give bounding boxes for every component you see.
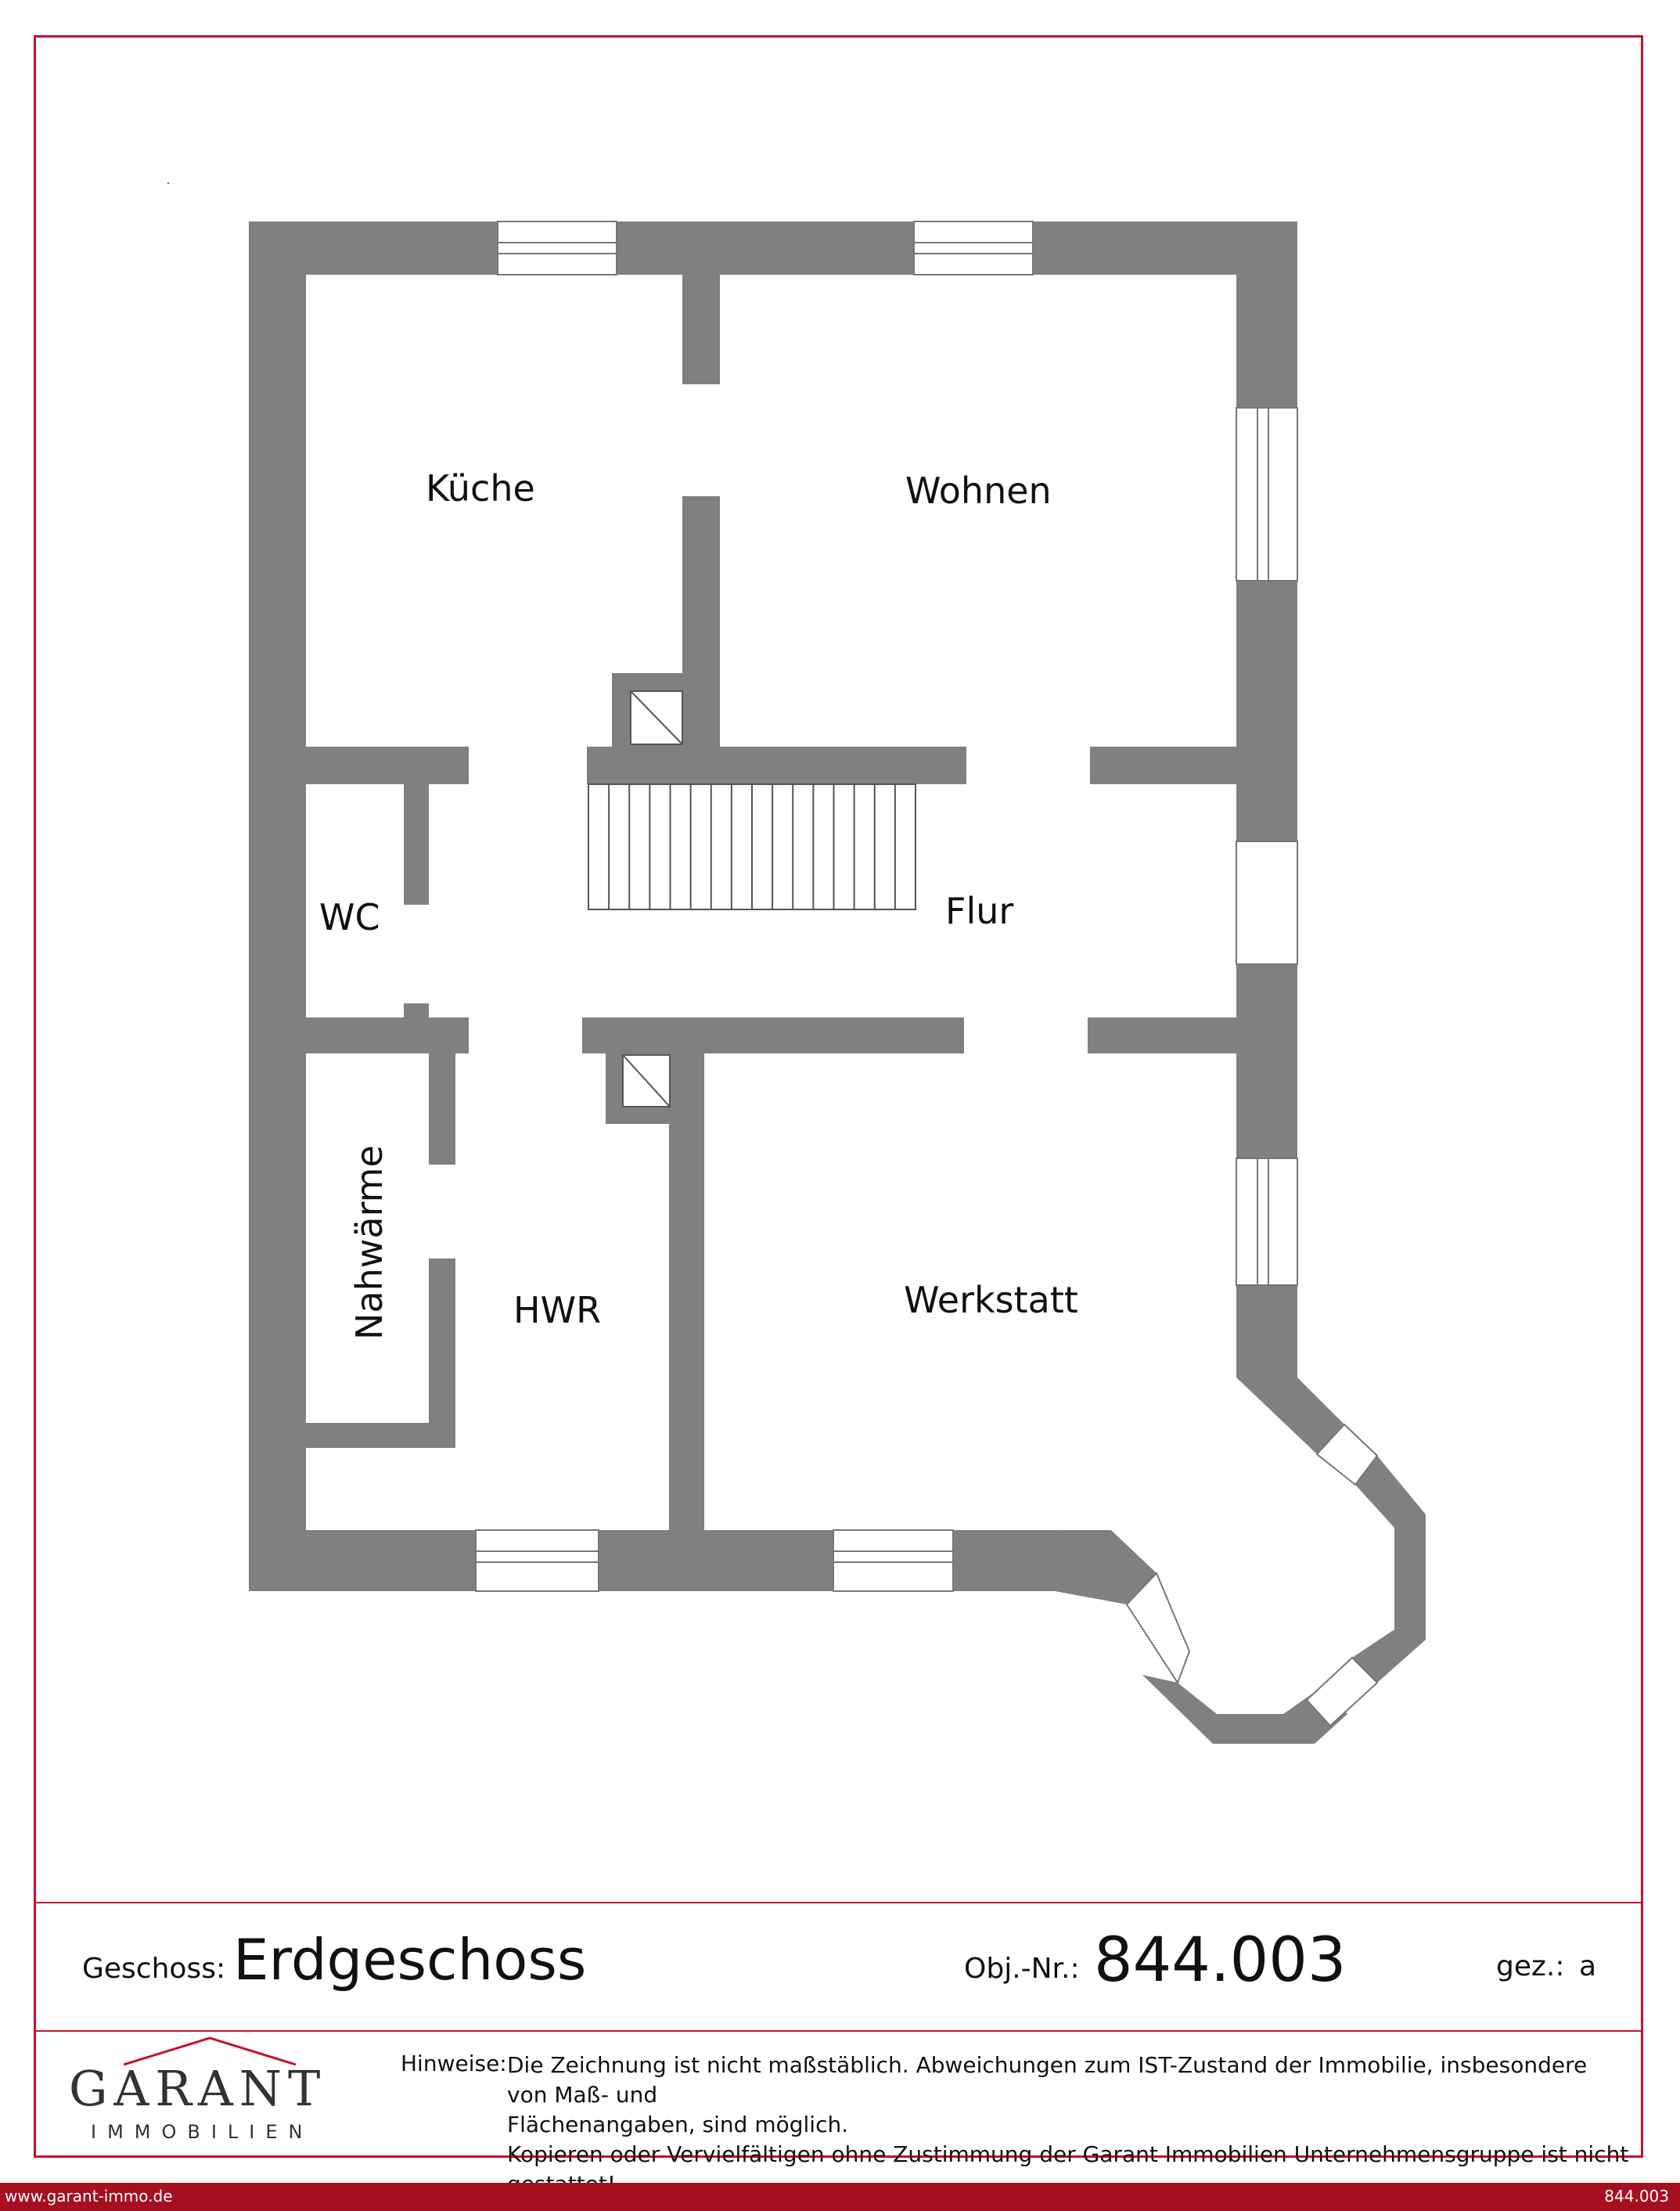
room-werkstatt: Werkstatt: [904, 1279, 1078, 1321]
window-bottom-1: [475, 1529, 599, 1592]
obj-nr-value: 844.003: [1094, 1925, 1347, 1996]
info-divider-top: [35, 1902, 1643, 1903]
wall-flur-n-2: [587, 747, 966, 784]
chimney-flues: [622, 690, 683, 1107]
wall-right-4: [1236, 1285, 1297, 1377]
geschoss-value: Erdgeschoss: [233, 1927, 587, 1993]
info-divider-bottom: [35, 2030, 1643, 2032]
window-top-1: [497, 221, 617, 275]
staircase: [588, 783, 916, 910]
wall-wc-2: [404, 1003, 429, 1017]
garant-logo: GARANT IMMOBILIEN: [69, 2035, 343, 2152]
window-bay-2: [1305, 1656, 1379, 1727]
window-bottom-2: [833, 1529, 954, 1592]
window-right-2: [1236, 1158, 1298, 1286]
logo-main-text: GARANT: [69, 2060, 327, 2117]
logo-roof-icon: [124, 2036, 296, 2066]
wall-flur-n-1: [306, 747, 469, 784]
obj-nr-label: Obj.-Nr.:: [964, 1953, 1080, 1985]
footer-bar: [0, 2183, 1680, 2211]
wall-top-2: [617, 221, 914, 275]
room-kueche: Küche: [426, 467, 535, 510]
room-wohnen: Wohnen: [905, 470, 1052, 512]
window-bay-3: [1125, 1572, 1191, 1685]
wall-wc-1: [404, 784, 429, 905]
hinweise-label: Hinweise:: [401, 2051, 507, 2076]
walls: [249, 221, 1426, 1744]
room-wc: WC: [319, 896, 380, 938]
wall-bay-6: [1142, 1675, 1217, 1744]
wall-right-3: [1236, 964, 1297, 1158]
wall-bottom-2: [599, 1530, 833, 1591]
footer-website-link[interactable]: www.garant-immo.de: [5, 2187, 173, 2206]
room-nahwaerme: Nahwärme: [348, 1145, 390, 1340]
hinweise-line-2: Flächenangaben, sind möglich.: [507, 2112, 849, 2137]
gez-value: a: [1579, 1950, 1597, 1982]
hinweise-text: Die Zeichnung ist nicht maßstäblich. Abw…: [507, 2051, 1634, 2199]
wall-flur-s-1: [306, 1017, 469, 1053]
window-top-2: [913, 221, 1034, 275]
stray-dot: [167, 182, 169, 184]
wall-bay-7: [1052, 1530, 1157, 1604]
door-right: [1236, 841, 1298, 965]
wall-bay-1: [1236, 1377, 1344, 1454]
room-flur: Flur: [945, 890, 1013, 932]
logo-sub-text: IMMOBILIEN: [91, 2121, 314, 2143]
wall-bay-3: [1394, 1528, 1426, 1629]
gez-label: gez.:: [1496, 1950, 1565, 1982]
page-frame: [34, 35, 1643, 2158]
footer-code: 844.003: [1604, 2187, 1669, 2206]
wall-right-2: [1236, 581, 1297, 841]
wall-bottom-1: [249, 1530, 476, 1591]
wall-right-1: [1236, 221, 1297, 408]
windows: [475, 221, 1379, 1727]
wall-flur-s-2: [582, 1017, 964, 1053]
wall-flur-s-3: [1088, 1017, 1239, 1053]
wall-hwr-werkstatt: [669, 1053, 704, 1530]
room-hwr: HWR: [513, 1289, 601, 1331]
wall-nw-3: [306, 1423, 455, 1448]
geschoss-label: Geschoss:: [82, 1953, 226, 1985]
wall-kw-bottom: [682, 496, 720, 747]
window-bay-1: [1315, 1423, 1379, 1486]
hinweise-line-1: Die Zeichnung ist nicht maßstäblich. Abw…: [507, 2052, 1588, 2108]
wall-kw-top: [682, 275, 720, 384]
floor-plan: Küche Wohnen WC Flur Nahwärme HWR Werkst…: [249, 221, 1426, 1744]
wall-flur-n-3: [1090, 747, 1239, 784]
wall-left: [249, 221, 306, 1591]
window-right-1: [1236, 407, 1298, 582]
wall-bay-4: [1352, 1629, 1426, 1683]
wall-nw-1: [429, 1053, 455, 1165]
wall-nw-2: [429, 1259, 455, 1448]
